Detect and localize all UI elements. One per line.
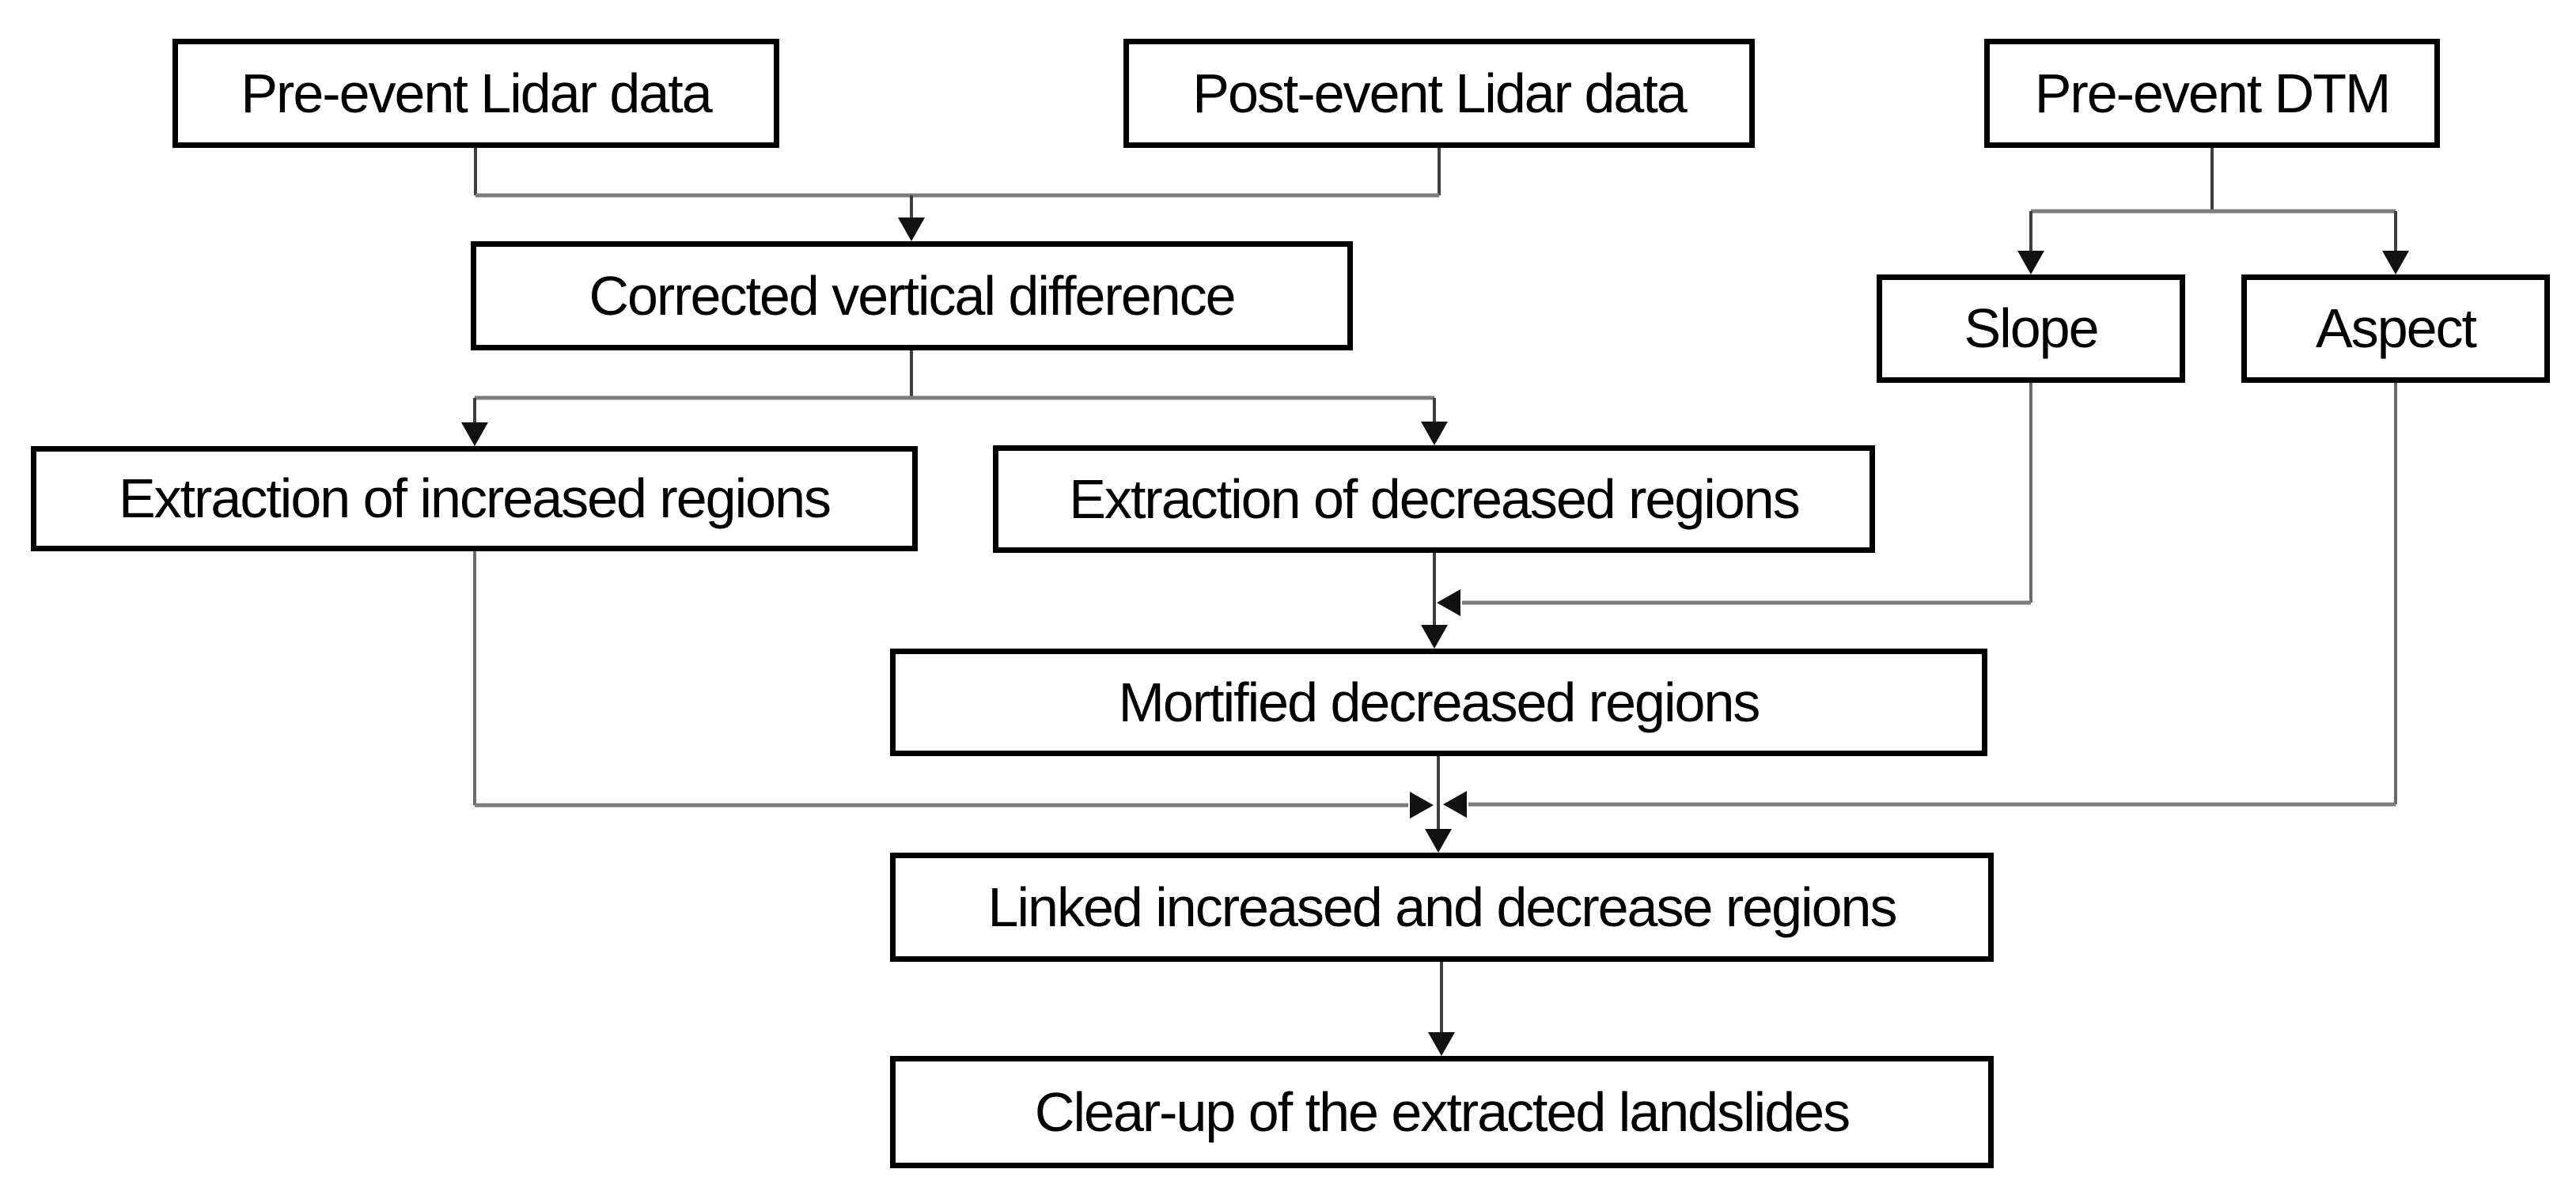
node-mortified-decreased: Mortified decreased regions [890,649,1987,756]
node-pre-event-lidar: Pre-event Lidar data [172,39,779,148]
arrowhead-icon [461,422,488,446]
arrowhead-icon [1428,1032,1455,1056]
arrowhead-icon [1421,625,1448,649]
arrowhead-icon [1410,792,1434,819]
node-extraction-decreased: Extraction of decreased regions [993,445,1875,553]
node-clear-up: Clear-up of the extracted landslides [890,1056,1994,1168]
arrowhead-icon [1437,589,1460,616]
node-slope: Slope [1877,274,2185,383]
node-post-event-lidar: Post-event Lidar data [1123,39,1755,148]
arrowhead-icon [1443,791,1467,818]
arrowhead-icon [2382,251,2409,274]
node-pre-event-dtm: Pre-event DTM [1984,39,2440,148]
node-extraction-increased: Extraction of increased regions [31,446,918,551]
node-linked-regions: Linked increased and decrease regions [890,853,1994,962]
arrowhead-icon [1425,829,1452,853]
arrowhead-icon [898,218,925,241]
arrowhead-icon [1421,422,1448,445]
node-corrected-vertical-difference: Corrected vertical difference [471,241,1353,350]
node-aspect: Aspect [2241,274,2550,383]
arrowhead-icon [2017,251,2044,274]
